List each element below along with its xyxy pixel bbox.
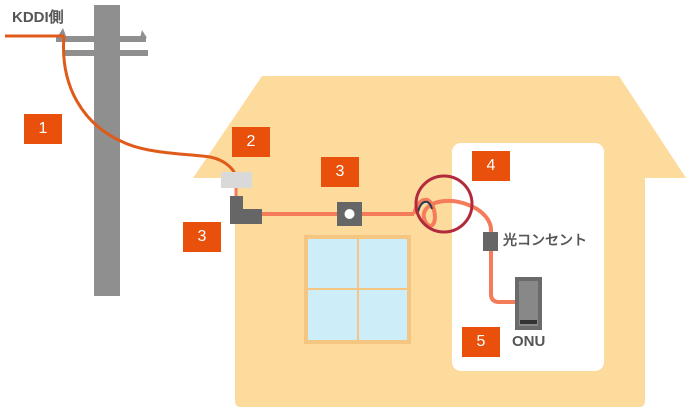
- step-badge-2: 2: [232, 127, 270, 157]
- pole-connector-icon: [221, 172, 252, 188]
- outlet-label: 光コンセント: [503, 232, 587, 248]
- cable-lead-in-icon: [62, 35, 238, 177]
- cable-onu-icon: [489, 251, 515, 304]
- optical-outlet-icon: [483, 232, 498, 251]
- step-badge-3-wall: 3: [183, 222, 221, 252]
- provider-label: KDDI側: [12, 9, 64, 26]
- step-badge-4: 4: [472, 151, 510, 181]
- wall-entry-icon: [230, 196, 262, 224]
- highlight-ring-icon: [414, 174, 474, 234]
- step-badge-3-clip: 3: [321, 157, 359, 187]
- cable-clip-icon: [337, 202, 362, 226]
- step-badge-1: 1: [24, 114, 62, 144]
- house-icon: [193, 76, 686, 407]
- step-badge-5: 5: [462, 327, 500, 357]
- room-panel: [452, 143, 604, 371]
- cable-loop-icon: [412, 198, 494, 233]
- onu-label: ONU: [512, 333, 546, 350]
- onu-device-icon: [515, 277, 542, 330]
- window-icon: [304, 235, 411, 344]
- cable-loop-shadow-icon: [417, 200, 433, 213]
- utility-pole-icon: [56, 5, 148, 296]
